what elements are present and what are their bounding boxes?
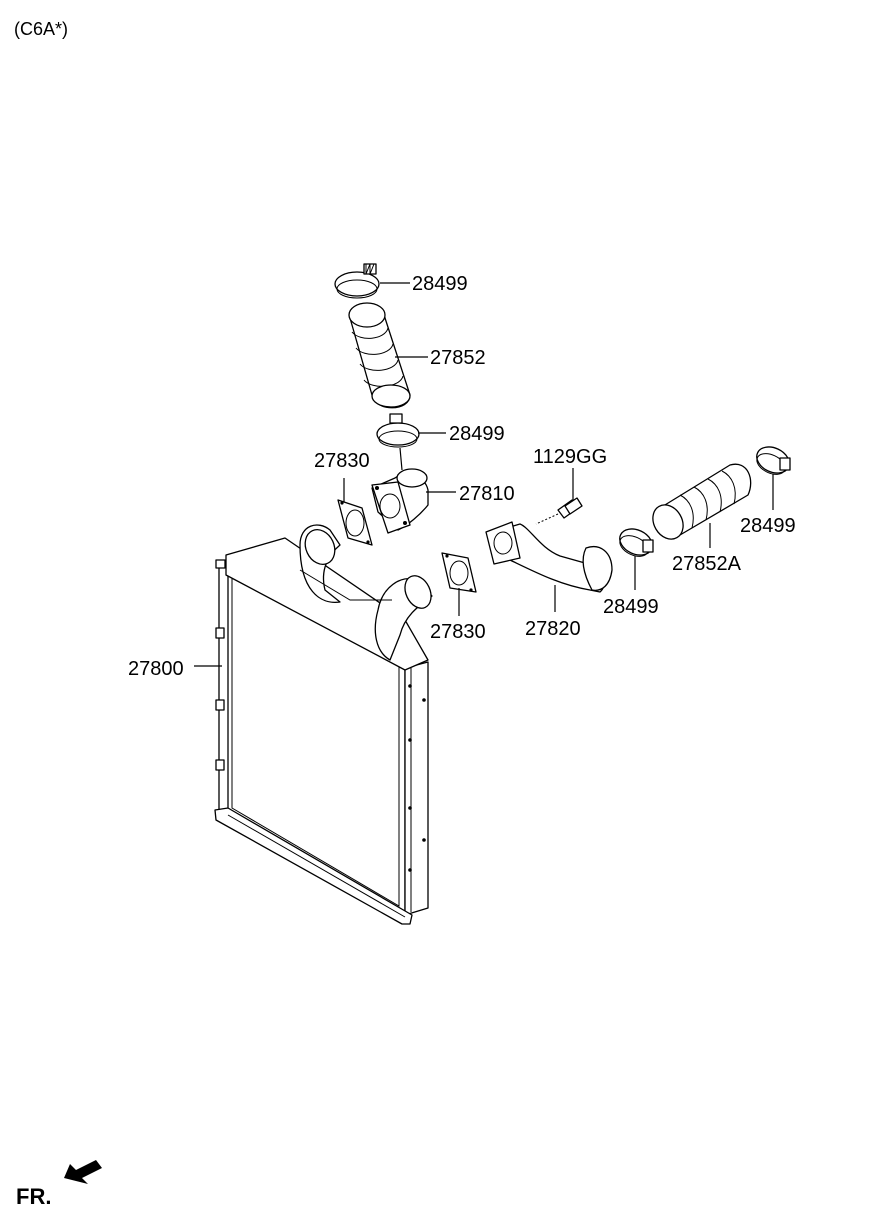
label-clamp-mid: 28499 — [603, 596, 659, 618]
intercooler-pipe-lower — [485, 521, 613, 593]
hose-upper — [348, 302, 411, 409]
hose-clamp-upper-lower — [376, 413, 420, 448]
gasket-left — [337, 499, 373, 546]
label-bolt: 1129GG — [533, 446, 607, 468]
hose-clamp-right — [756, 446, 791, 475]
label-intercooler: 27800 — [128, 658, 184, 680]
intercooler-assembly — [214, 524, 433, 925]
intercooler-pipe-upper — [371, 468, 429, 534]
front-arrow-icon — [64, 1160, 102, 1184]
label-clamp-upper-lower: 28499 — [449, 423, 505, 445]
label-gasket-right: 27830 — [430, 621, 486, 643]
leader-lines — [194, 282, 774, 667]
label-clamp-top: 28499 — [412, 273, 468, 295]
label-pipe-upper: 27810 — [459, 483, 515, 505]
model-code: (C6A*) — [14, 19, 68, 39]
label-hose-right: 27852A — [672, 553, 742, 575]
front-label: FR. — [16, 1184, 51, 1209]
hose-clamp-mid — [619, 528, 654, 557]
hose-clamp-top — [334, 263, 380, 299]
label-clamp-right: 28499 — [740, 515, 796, 537]
label-gasket-left: 27830 — [314, 450, 370, 472]
label-hose-upper: 27852 — [430, 347, 486, 369]
front-direction-indicator: FR. — [16, 1160, 102, 1209]
hose-right — [652, 463, 752, 540]
label-pipe-lower: 27820 — [525, 618, 581, 640]
bolt — [535, 497, 583, 525]
gasket-right — [441, 552, 477, 593]
